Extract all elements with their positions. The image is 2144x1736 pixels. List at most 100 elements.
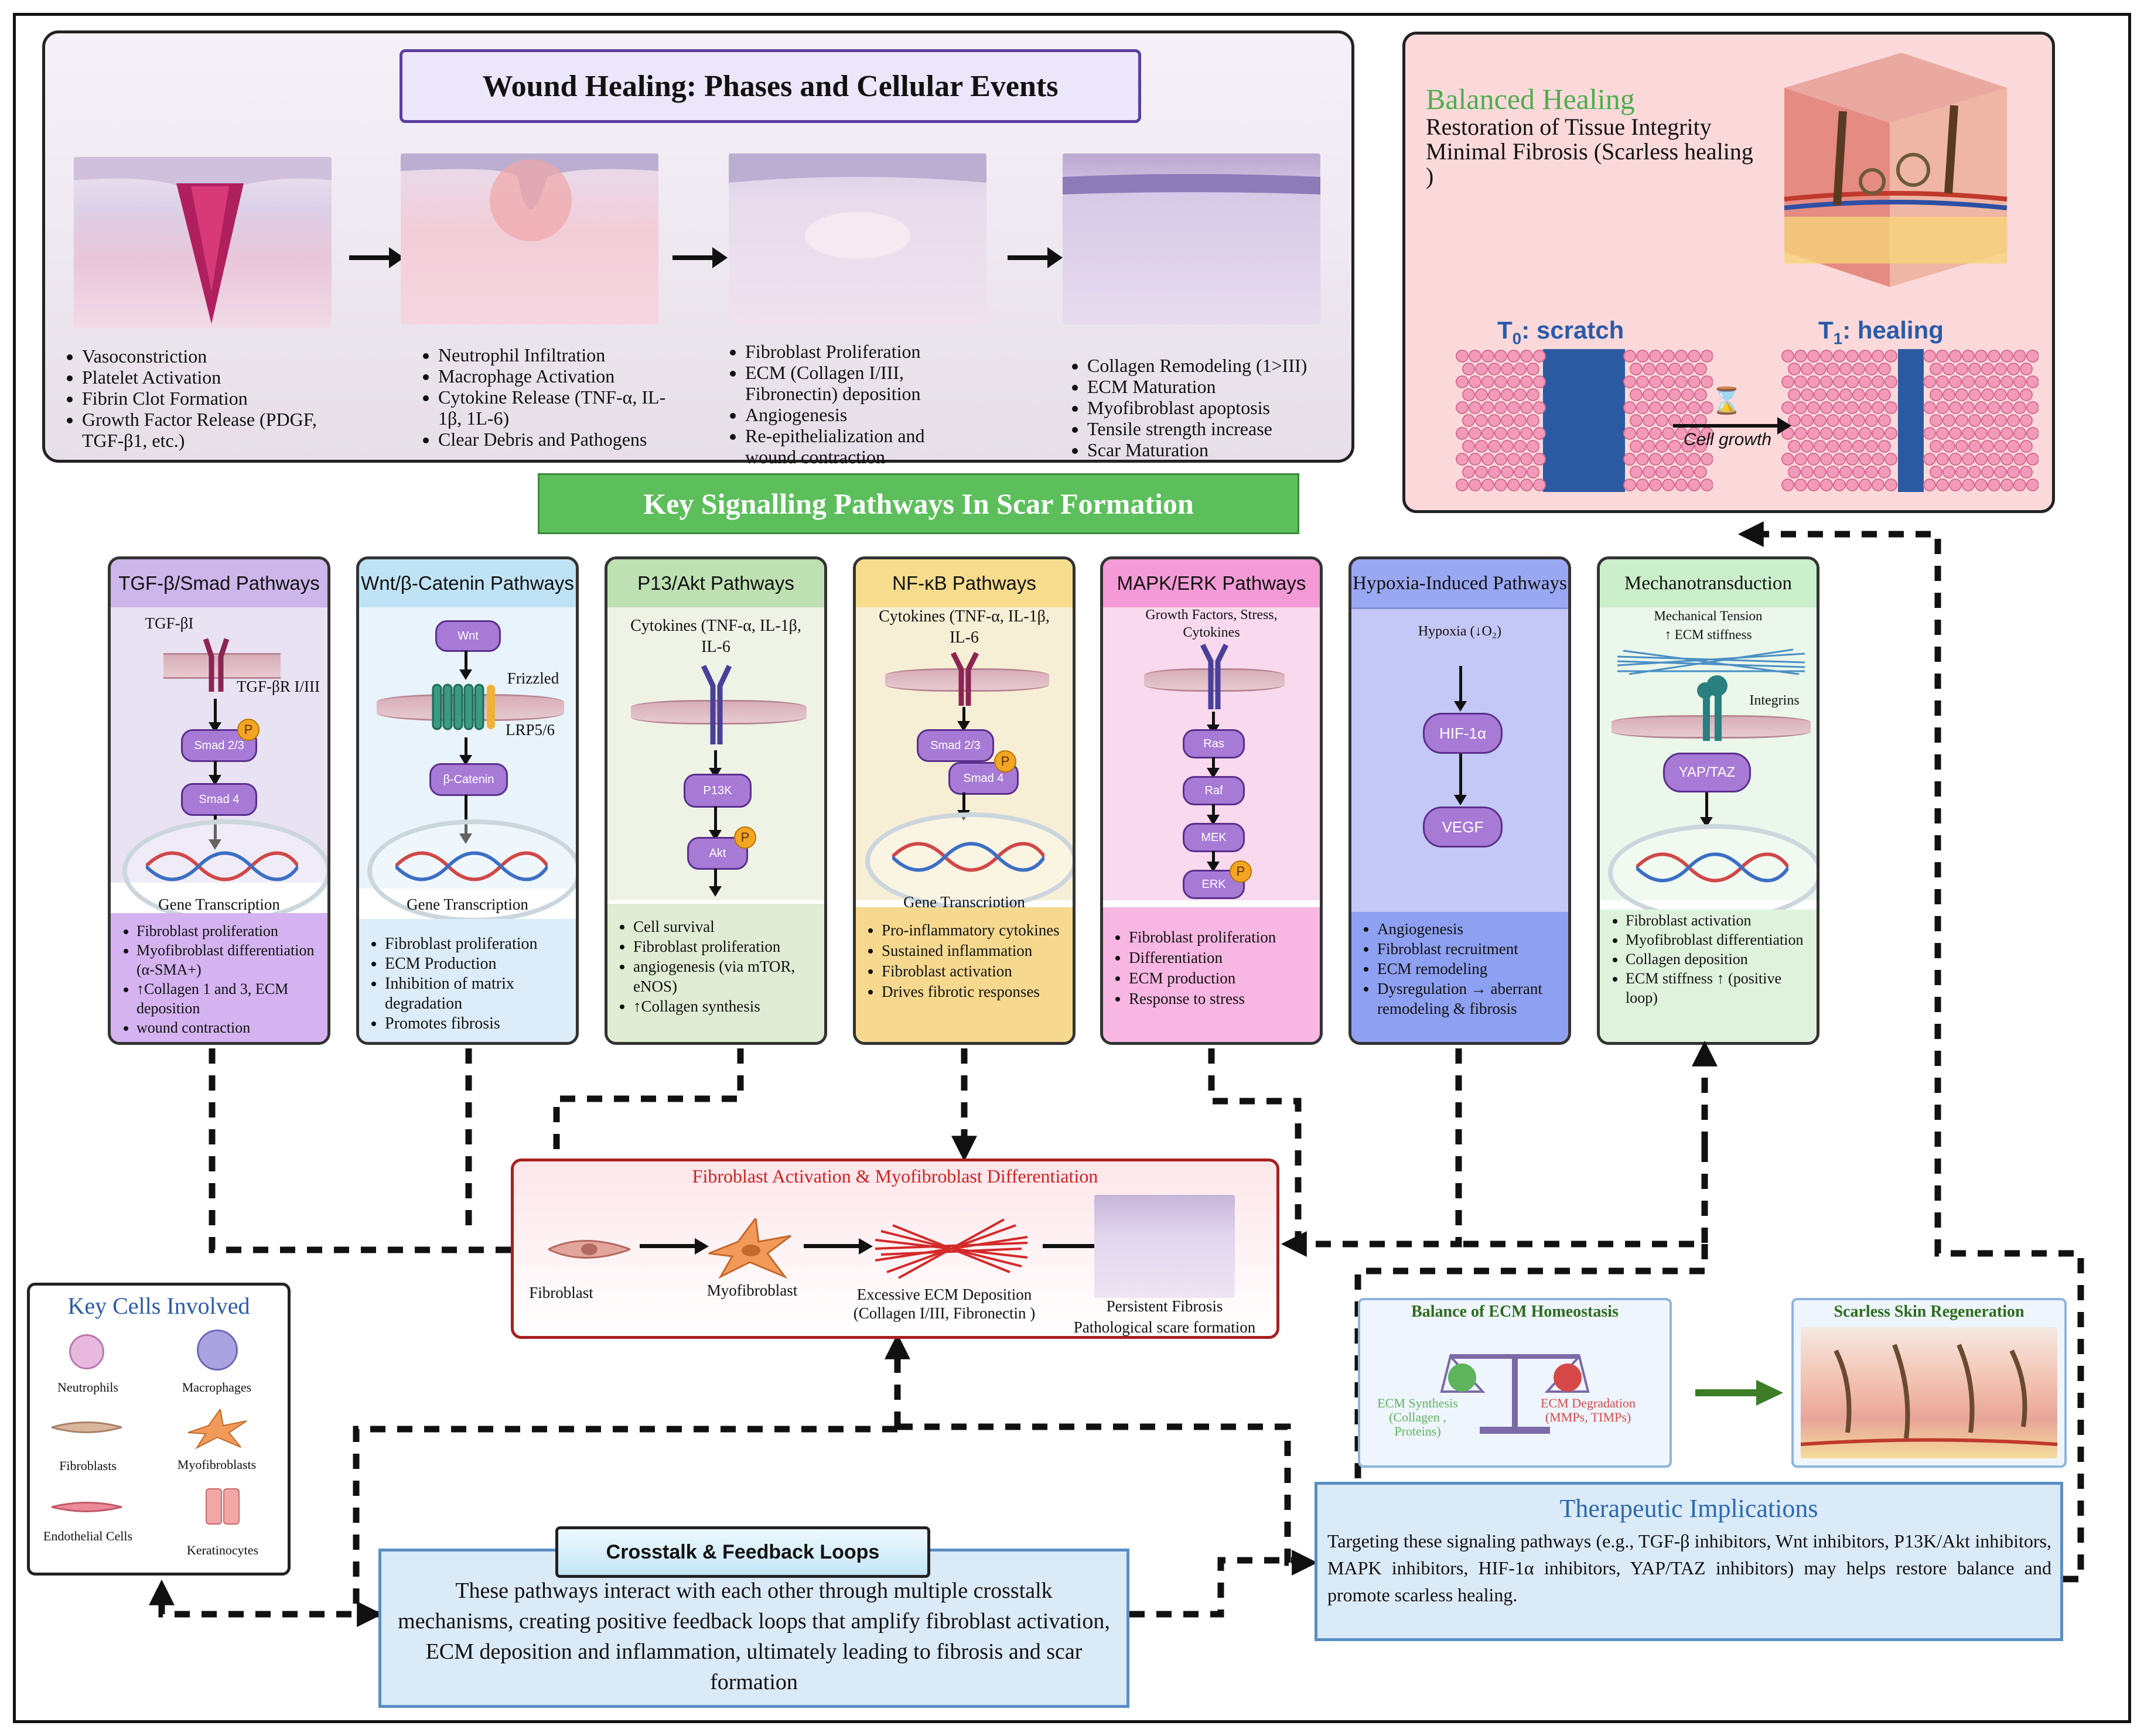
receptor-icon [950,651,979,706]
cell-dot [1781,401,1794,414]
cell-dot [1878,466,1891,479]
cell-dot [1494,427,1507,440]
cell-dot [1981,363,1994,375]
cell-dot [1865,363,1878,375]
fibroblast-cell-icon [546,1232,633,1266]
cell-dot [2007,466,2020,479]
t1-label: T1: healing [1818,316,1944,348]
cell-dot [2000,350,2013,363]
phase-remodeling-image [1063,153,1320,324]
cell-dot [1833,375,1846,388]
nf-kb-outcomes: Pro-inflammatory cytokinesSustained infl… [856,907,1073,1042]
scratch-gap [1898,349,1924,492]
cell-dot [1981,440,1994,453]
cell-dot [1936,453,1949,466]
cell-dot [1623,375,1636,388]
cell-dot [1833,427,1846,440]
cell-dot [1475,363,1488,375]
cell-dot [1481,401,1494,414]
cell-dot [1688,375,1701,388]
cell-dot [1501,466,1514,479]
nucleus [865,812,1073,910]
cell-dot [1820,375,1833,388]
phospho-icon: P [994,750,1016,773]
cell-dot [1649,401,1662,414]
cell-dot [1694,388,1707,401]
cell-dot [1501,440,1514,453]
cell-dot [1494,375,1507,388]
cell-dot [1814,440,1827,453]
cell-dot [1623,427,1636,440]
cell-dot [1994,466,2007,479]
cell-dot [1662,375,1675,388]
cell-dot [1636,453,1649,466]
balance-scale-icon [1439,1327,1591,1438]
neutrophils-label: Neutrophils [57,1380,118,1395]
cell-dot [1859,453,1872,466]
scarless-skin-image [1800,1327,2058,1458]
cell-dot [1872,375,1884,388]
cytokines-label: Cytokines (TNF-α, IL-1β, IL-6 [630,617,801,656]
cell-dot [1846,479,1859,491]
keratinocyte-icon [205,1488,240,1525]
pathway-mechanotransduction: Mechanotransduction Mechanical Tension ↑… [1597,556,1819,1045]
gene-transcription-label: Gene Transcription [158,896,280,913]
cell-dot [1975,375,1988,388]
cell-dot [1923,350,1936,363]
cell-dot [1668,440,1681,453]
green-arrow [1695,1389,1760,1396]
cell-dot [1988,427,2000,440]
cell-growth-arrowhead [1777,417,1791,435]
cell-dot [1962,350,1975,363]
cell-dot [1820,350,1833,363]
phase-arrow-3 [1008,247,1063,268]
cell-dot [1481,350,1494,363]
macrophages-label: Macrophages [182,1380,252,1395]
cell-dot [1968,414,1981,427]
cell-dot [1781,453,1794,466]
cell-dot [1469,401,1481,414]
cell-dot [1878,388,1891,401]
cell-dot [1852,414,1865,427]
cell-dot [1820,453,1833,466]
cell-dot [1923,453,1936,466]
fibroblast-label: Fibroblast [529,1284,593,1301]
cell-dot [1801,440,1814,453]
cell-dot [1494,401,1507,414]
cell-dot [1655,466,1668,479]
cell-dot [1839,388,1852,401]
cell-dot [1846,350,1859,363]
pi3k-outcomes: Cell survivalFibroblast proliferationang… [607,904,824,1042]
hif1a-node: HIF-1α [1423,713,1503,754]
cell-dot [1643,466,1655,479]
cell-dot [1807,427,1820,440]
cell-dot [1462,440,1475,453]
cell-dot [2020,466,2033,479]
cell-dot [1469,427,1481,440]
cell-dot [2007,440,2020,453]
green-arrowhead [1756,1380,1783,1406]
cell-dot [1688,479,1701,491]
fib-arrow-2 [804,1244,862,1248]
cell-dot [1865,388,1878,401]
cell-dot [1814,388,1827,401]
akt-node: Akt [687,837,748,870]
cell-dot [1636,479,1649,491]
cell-dot [2020,388,2033,401]
frizzled-receptor-icon [432,684,495,730]
cell-dot [1533,453,1546,466]
erk-node: ERK [1183,870,1245,899]
cell-dot [1643,363,1655,375]
cell-dot [1688,427,1701,440]
cell-dot [1520,453,1533,466]
cell-dot [1994,414,2007,427]
cell-dot [1865,440,1878,453]
cell-dot [1846,375,1859,388]
cell-dot [1955,466,1968,479]
t0-label: T0: scratch [1497,316,1624,348]
myofibroblast-cell-icon [703,1216,797,1283]
crosstalk-title: Crosstalk & Feedback Loops [555,1526,930,1578]
vegf-node: VEGF [1423,807,1503,848]
phase-inflammation-list: Neutrophil InfiltrationMacrophage Activa… [414,344,677,450]
cell-dot [1630,388,1643,401]
